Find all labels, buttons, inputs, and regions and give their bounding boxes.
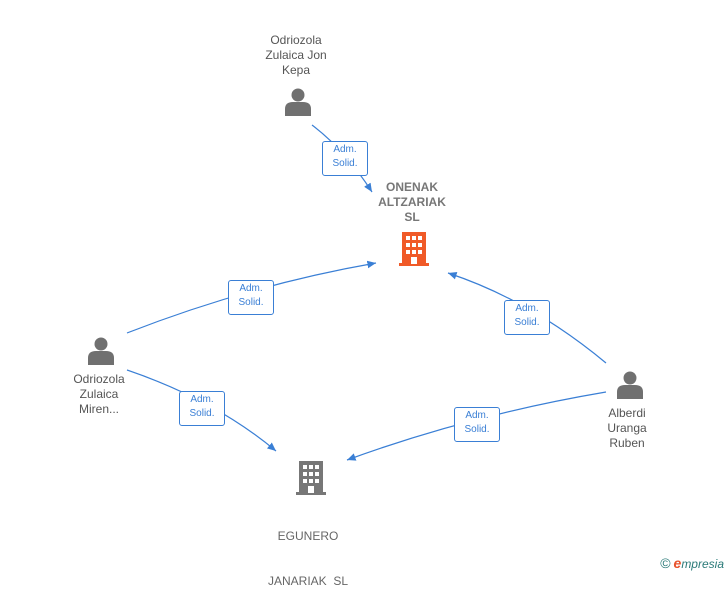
label-line: ONENAK (385, 180, 438, 194)
role-line: Solid. (238, 297, 264, 308)
company-label-onenak-altzariak[interactable]: ONENAK ALTZARIAK SL (362, 180, 462, 225)
copyright-icon: © (660, 555, 671, 571)
label-line: Kepa (281, 63, 311, 77)
label-line: Odriozola (73, 372, 125, 386)
label-line: ALTZARIAK (378, 195, 446, 209)
label-line: Miren... (78, 402, 119, 416)
role-line: Solid. (189, 408, 215, 419)
label-line: Alberdi (608, 406, 646, 420)
relationship-graph (88, 88, 643, 495)
building-icon[interactable] (296, 461, 326, 495)
edge-label-role[interactable]: Adm. Solid. (228, 280, 274, 315)
label-line: JANARIAK SL (267, 574, 349, 588)
brand-e: e (673, 555, 682, 571)
person-label-odriozola-zulaica-jon-kepa[interactable]: Odriozola Zulaica Jon Kepa (246, 33, 346, 78)
role-line: Solid. (464, 424, 490, 435)
label-line: SL (404, 210, 420, 224)
label-line: EGUNERO (277, 529, 339, 543)
edge-label-role[interactable]: Adm. Solid. (454, 407, 500, 442)
edge-label-role[interactable]: Adm. Solid. (504, 300, 550, 335)
brand-name: mpresia (681, 557, 724, 571)
person-icon[interactable] (285, 88, 311, 117)
label-line: Zulaica (79, 387, 119, 401)
role-line: Adm. (465, 410, 489, 421)
person-label-odriozola-zulaica-miren[interactable]: Odriozola Zulaica Miren... (49, 372, 149, 417)
building-icon[interactable] (399, 232, 429, 266)
empresia-watermark: ©empresia (660, 555, 724, 571)
label-line: Odriozola (270, 33, 322, 47)
person-label-alberdi-uranga-ruben[interactable]: Alberdi Uranga Ruben (577, 406, 677, 451)
role-line: Solid. (514, 317, 540, 328)
role-line: Adm. (190, 394, 214, 405)
edge-label-role[interactable]: Adm. Solid. (179, 391, 225, 426)
person-icon[interactable] (88, 337, 114, 366)
role-line: Adm. (333, 144, 357, 155)
role-line: Adm. (515, 303, 539, 314)
edge-label-role[interactable]: Adm. Solid. (322, 141, 368, 176)
label-line: Zulaica Jon (265, 48, 327, 62)
role-line: Solid. (332, 158, 358, 169)
label-line: Uranga (607, 421, 647, 435)
role-line: Adm. (239, 283, 263, 294)
label-line: Ruben (609, 436, 645, 450)
company-label-egunero-janariak[interactable]: EGUNERO JANARIAK SL (248, 499, 368, 604)
person-icon[interactable] (617, 371, 643, 400)
